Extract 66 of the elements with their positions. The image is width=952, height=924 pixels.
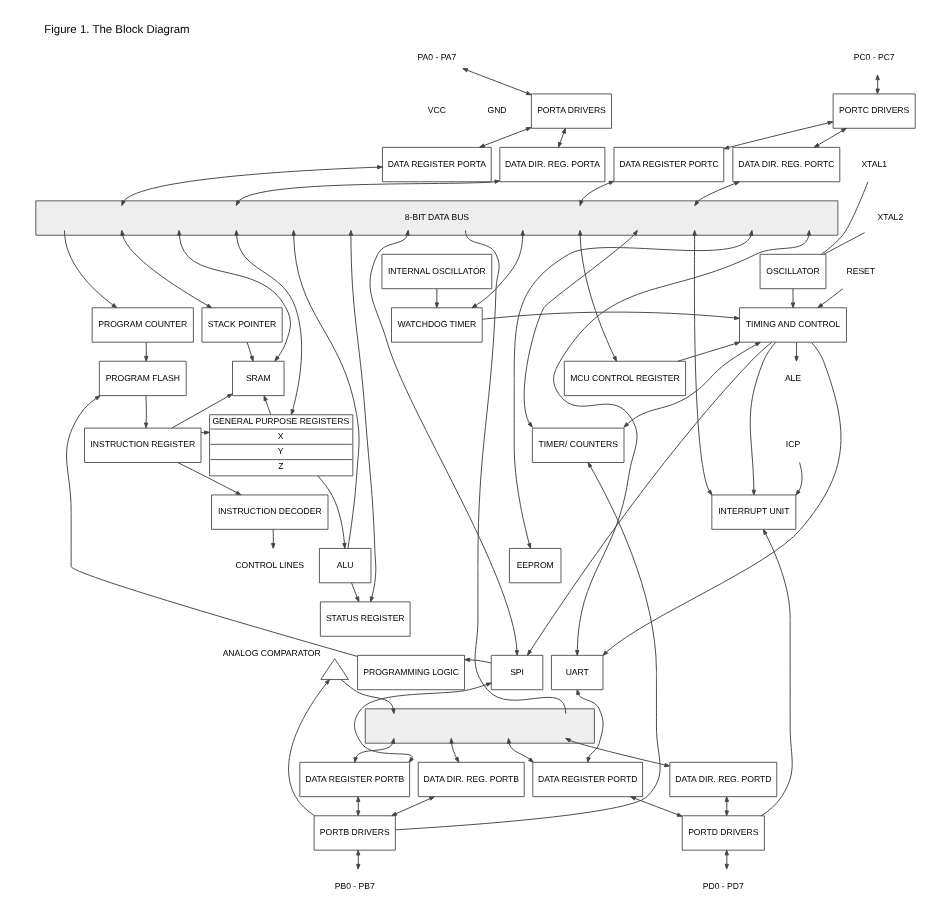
arrow xyxy=(434,288,439,309)
arrow xyxy=(200,430,210,435)
arrow xyxy=(464,657,492,664)
arrow xyxy=(64,229,118,309)
arrow xyxy=(144,341,149,362)
arrow xyxy=(234,229,303,415)
arrow xyxy=(177,229,291,362)
arrow xyxy=(553,229,811,656)
arrow xyxy=(506,737,534,763)
arrow xyxy=(394,462,661,831)
arrow xyxy=(462,68,532,96)
arrow xyxy=(246,341,254,362)
arrow xyxy=(263,395,272,416)
arrow xyxy=(120,229,213,309)
arrow xyxy=(481,311,740,321)
arrow xyxy=(271,528,276,549)
arrow xyxy=(724,796,729,817)
arrow xyxy=(291,229,360,549)
arrow xyxy=(177,462,242,496)
arrow xyxy=(449,737,460,763)
arrow xyxy=(523,229,638,428)
arrow xyxy=(795,462,803,496)
arrow xyxy=(694,181,740,207)
arrow xyxy=(479,127,532,148)
arrow xyxy=(724,849,729,870)
arrow xyxy=(579,180,615,207)
arrow xyxy=(354,682,492,763)
arrow xyxy=(356,849,361,870)
connector xyxy=(465,229,567,715)
arrow xyxy=(749,341,776,496)
arrow xyxy=(817,288,844,309)
arrow xyxy=(317,475,347,549)
arrow xyxy=(692,229,713,496)
arrow xyxy=(790,288,796,309)
arrow xyxy=(630,796,683,817)
arrow xyxy=(144,395,149,429)
arrow xyxy=(623,341,761,428)
arrow xyxy=(875,74,880,95)
arrow xyxy=(121,165,383,207)
arrow xyxy=(288,679,330,817)
arrow xyxy=(558,127,566,148)
connector xyxy=(820,181,869,255)
arrow xyxy=(235,179,501,207)
arrow xyxy=(351,582,360,603)
arrow xyxy=(578,229,617,362)
arrow xyxy=(602,341,842,656)
arrow xyxy=(348,229,377,603)
arrow xyxy=(353,737,396,763)
arrow xyxy=(171,393,233,429)
arrow xyxy=(369,229,520,656)
arrow xyxy=(794,341,799,362)
arrow xyxy=(66,395,359,657)
arrow xyxy=(471,229,525,309)
arrow xyxy=(813,127,847,148)
arrow xyxy=(723,120,834,150)
arrow xyxy=(340,679,396,715)
arrow xyxy=(565,737,670,768)
arrow xyxy=(576,689,604,763)
arrow xyxy=(513,229,754,549)
arrow xyxy=(391,796,435,817)
arrow xyxy=(760,529,793,817)
node-triangle xyxy=(320,658,349,680)
arrow xyxy=(356,796,361,817)
arrow xyxy=(677,341,741,362)
connector xyxy=(823,232,866,255)
arrow xyxy=(527,341,773,656)
